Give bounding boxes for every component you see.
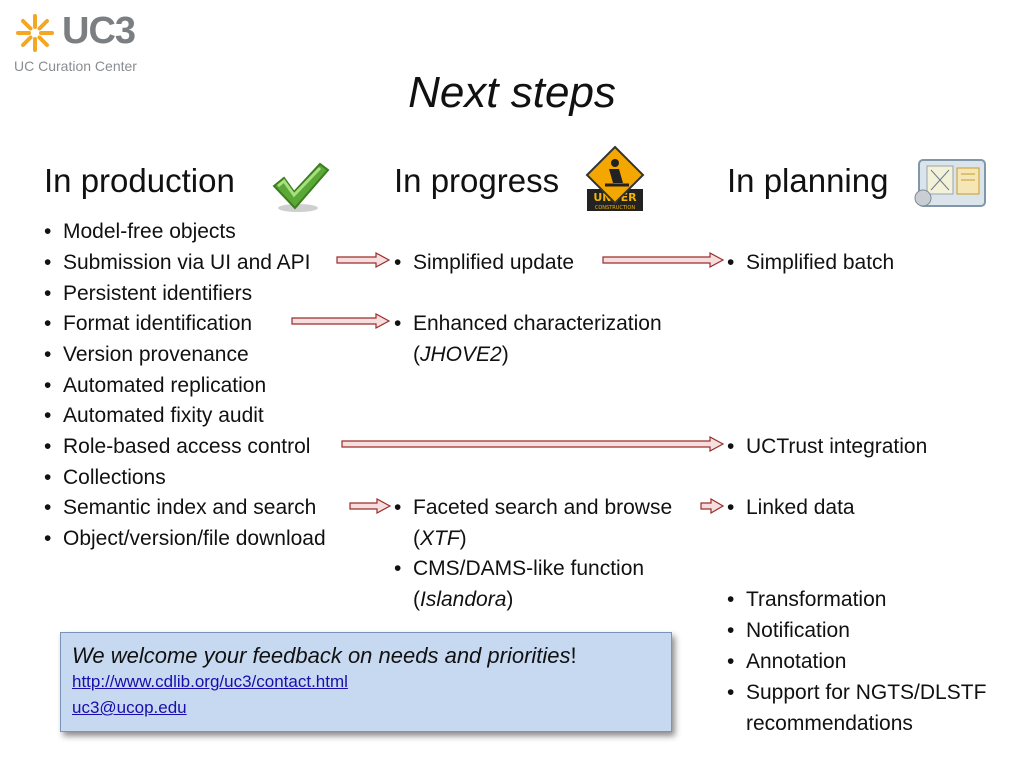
list-item: •Persistent identifiers [44, 282, 253, 305]
slide-title: Next steps [408, 68, 616, 117]
email-link[interactable]: uc3@ucop.edu [72, 698, 187, 717]
heading-in-progress: In progress [394, 162, 560, 199]
arrow-right-icon [700, 498, 724, 514]
heading-in-planning: In planning [727, 162, 889, 199]
checkmark-icon [272, 162, 330, 212]
list-item: •Object/version/file download [44, 527, 326, 550]
uc3-logo: UC3 UC Curation Center [14, 10, 164, 76]
list-item: •Faceted search and browse(XTF) [394, 496, 673, 550]
arrow-right-icon [602, 252, 724, 268]
logo-subtitle: UC Curation Center [14, 58, 137, 74]
arrow-right-icon [291, 313, 390, 329]
list-item: •Format identification [44, 312, 253, 335]
list-item: •Linked data [727, 496, 855, 519]
list-item: •Model-free objects [44, 220, 236, 243]
contact-link[interactable]: http://www.cdlib.org/uc3/contact.html [72, 672, 348, 691]
feedback-text: We welcome your feedback on needs and pr… [72, 643, 577, 668]
list-item: •CMS/DAMS-like function(Islandora) [394, 557, 645, 611]
heading-in-production: In production [44, 162, 235, 199]
under-construction-icon: UNDER CONSTRUCTION [585, 145, 645, 211]
list-item: •Enhanced characterization(JHOVE2) [394, 312, 662, 366]
arrow-right-icon [349, 498, 391, 514]
list-item: •Submission via UI and API [44, 251, 311, 274]
feedback-box: We welcome your feedback on needs and pr… [60, 632, 672, 732]
list-item: •Notification [727, 619, 850, 642]
list-item: •Transformation [727, 588, 887, 611]
list-item: •UCTrust integration [727, 435, 928, 458]
blueprint-icon [914, 159, 986, 207]
logo-text: UC3 [62, 10, 136, 52]
arrow-right-icon [341, 436, 724, 452]
list-item: •Simplified batch [727, 251, 895, 274]
list-item: •Role-based access control [44, 435, 311, 458]
list-item: •Collections [44, 466, 166, 489]
svg-text:CONSTRUCTION: CONSTRUCTION [595, 205, 635, 211]
list-item: •Semantic index and search [44, 496, 317, 519]
list-item: •Simplified update [394, 251, 575, 274]
list-item: •Version provenance [44, 343, 249, 366]
sunburst-icon [16, 14, 54, 52]
list-item: •Automated replication [44, 374, 267, 397]
list-item: •Annotation [727, 650, 847, 673]
arrow-right-icon [336, 252, 390, 268]
list-item: •Automated fixity audit [44, 404, 264, 427]
